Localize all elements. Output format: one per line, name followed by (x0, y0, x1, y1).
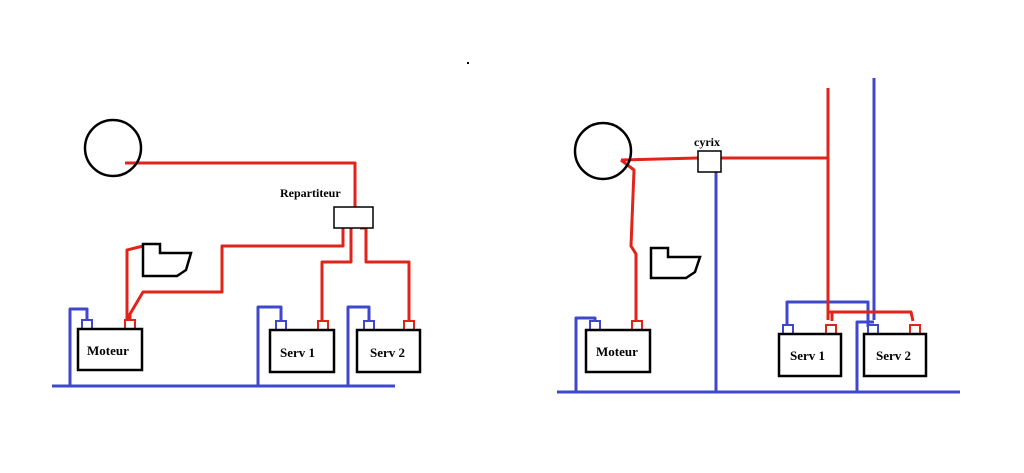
right-battery-moteur: Moteur (584, 320, 652, 374)
right-battery-serv2: Serv 2 (862, 324, 928, 378)
left-battery-serv2: Serv 2 (355, 320, 422, 374)
right-diagram: cyrix Moteur Serv 1 Serv 2 (557, 78, 960, 394)
right-battery-moteur-label: Moteur (596, 344, 638, 359)
left-battery-serv2-label: Serv 2 (370, 345, 405, 360)
left-repartiteur-box (333, 206, 374, 229)
right-alternator-icon (573, 121, 633, 181)
left-alternator-icon (83, 118, 143, 178)
left-battery-serv1-label: Serv 1 (280, 345, 315, 360)
right-starter-motor-icon (649, 246, 702, 280)
left-battery-moteur-label: Moteur (87, 343, 129, 358)
right-positive-wiring (620, 88, 915, 322)
left-negative-wiring (52, 305, 395, 388)
right-battery-serv2-label: Serv 2 (876, 348, 911, 363)
right-battery-serv1-label: Serv 1 (790, 348, 825, 363)
right-cyrix-label: cyrix (694, 135, 720, 149)
left-starter-motor-icon (141, 242, 193, 278)
left-diagram: Repartiteur Moteur Serv 1 Serv 2 (52, 118, 422, 388)
right-cyrix-box (697, 150, 722, 173)
left-repartiteur-label: Repartiteur (280, 186, 341, 200)
left-battery-moteur: Moteur (76, 319, 144, 372)
left-positive-wiring (125, 161, 411, 321)
left-battery-serv1: Serv 1 (268, 320, 336, 374)
right-battery-serv1: Serv 1 (777, 324, 843, 378)
stray-dot (467, 62, 469, 64)
